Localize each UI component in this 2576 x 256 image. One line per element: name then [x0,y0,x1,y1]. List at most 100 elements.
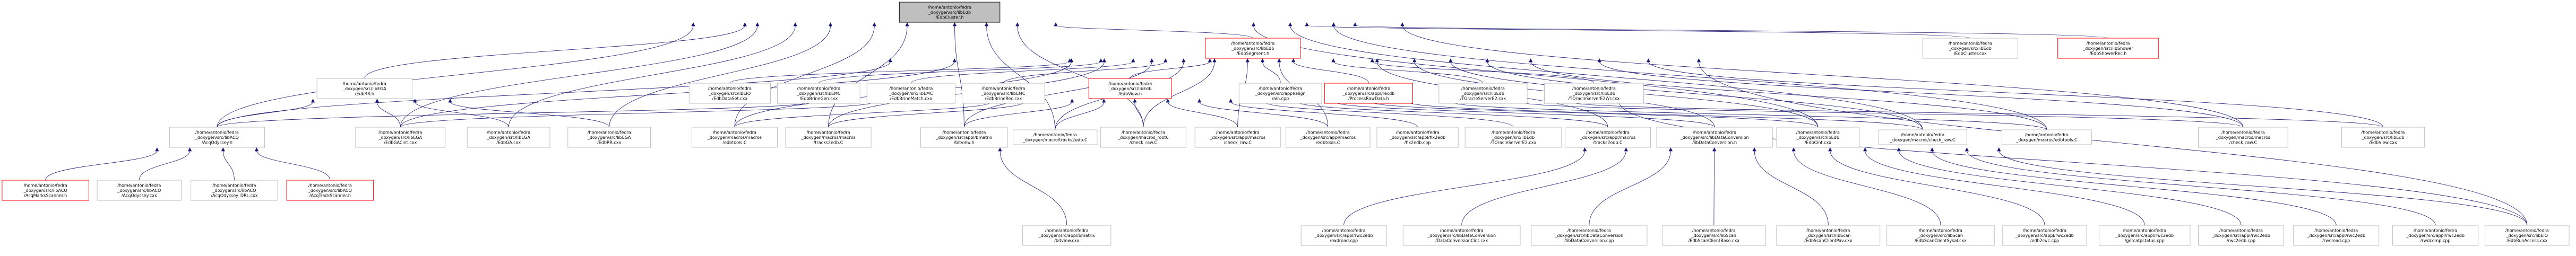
file-node-box[interactable] [1205,38,1301,59]
file-node-box[interactable] [1922,38,2018,59]
file-node-box[interactable] [1878,129,1967,145]
file-node-box[interactable] [920,127,1008,148]
file-node-box[interactable] [567,127,651,148]
file-node-box[interactable] [1100,127,1186,148]
file-node-box[interactable] [1661,225,1766,246]
file-node[interactable]: /home/antonio/fedra_doxygen/src/libEdb/T… [1544,83,1644,104]
file-node-box[interactable] [785,127,872,148]
file-node[interactable]: /home/antonio/fedra_doxygen/macros/macro… [691,127,778,148]
file-node[interactable]: /home/antonio/fedra_doxygen/src/appl/bma… [920,127,1008,148]
file-node[interactable]: /home/antonio/fedra_doxygen/macros/macro… [785,127,872,148]
file-node-box[interactable] [2002,225,2087,246]
file-node[interactable]: /home/antonio/fedra_doxygen/src/libEdb/T… [1464,127,1562,148]
file-node-box[interactable] [2485,225,2570,246]
file-node-box[interactable] [1376,127,1459,148]
file-node[interactable]: /home/antonio/fedra_doxygen/src/libScan/… [1776,225,1881,246]
file-node[interactable]: /home/antonio/fedra_doxygen/src/libACQ/A… [169,127,265,148]
file-node-box[interactable] [2198,225,2285,246]
file-node[interactable]: /home/antonio/fedra_doxygen/src/appl/rwc… [1300,225,1387,246]
file-node-box[interactable] [1402,225,1521,246]
file-node-box[interactable] [1544,83,1644,104]
file-node[interactable]: /home/antonio/fedra_doxygen/src/appl/rec… [1324,83,1413,104]
file-node-box[interactable] [1438,83,1528,104]
file-node[interactable]: /home/antonio/fedra_doxygen/src/libACQ/A… [97,180,182,201]
file-node-box[interactable] [1564,127,1651,148]
file-node[interactable]: /home/antonio/fedra_doxygen/src/libACQ/A… [286,180,374,201]
file-node[interactable]: /home/antonio/fedra_doxygen/macros/edbto… [2002,129,2092,145]
file-node[interactable]: /home/antonio/fedra_doxygen/src/appl/bma… [1022,225,1112,246]
file-node[interactable]: /home/antonio/fedra_doxygen/src/libEMC/E… [777,83,860,104]
file-node-box[interactable] [2057,38,2159,59]
file-node[interactable]: /home/antonio/fedra_doxygen/src/libEGA/E… [355,127,446,148]
file-node-box[interactable] [1022,225,1112,246]
file-node[interactable]: /home/antonio/fedra_doxygen/src/appl/mac… [1194,127,1281,148]
file-node-box[interactable] [688,83,771,104]
file-node-box[interactable] [191,180,278,201]
file-node[interactable]: /home/antonio/fedra_doxygen/src/libEdb/E… [1776,127,1860,148]
file-node[interactable]: /home/antonio/fedra_doxygen/src/libEMC/E… [961,83,1045,104]
file-node[interactable]: /home/antonio/fedra_doxygen/src/libDataC… [1531,225,1648,246]
file-node[interactable]: /home/antonio/fedra_doxygen/src/libShowe… [2057,38,2159,59]
file-node-box[interactable] [2392,225,2479,246]
file-node-box[interactable] [899,2,1001,23]
file-node[interactable]: /home/antonio/fedra_doxygen/src/libEGA/E… [467,127,550,148]
file-node-box[interactable] [2099,225,2191,246]
file-node[interactable]: /home/antonio/fedra_doxygen/src/appl/rwc… [2293,225,2380,246]
file-node[interactable]: /home/antonio/fedra_doxygen/src/libEMC/E… [866,83,955,104]
file-node[interactable]: /home/antonio/fedra_doxygen/src/libEIO/E… [2485,225,2570,246]
file-node-box[interactable] [2002,129,2092,145]
file-node[interactable]: /home/antonio/fedra_doxygen/src/libEdb/E… [1922,38,2018,59]
file-node[interactable]: /home/antonio/fedra_doxygen/src/libACQ/A… [2,180,89,201]
file-node[interactable]: /home/antonio/fedra_doxygen/src/appl/fix… [1376,127,1459,148]
file-node-box[interactable] [1238,83,1322,104]
file-node[interactable]: /home/antonio/fedra_doxygen/src/libEdb/E… [1205,38,1301,59]
file-node-box[interactable] [1194,127,1281,148]
file-node[interactable]: /home/antonio/fedra_doxygen/src/appl/rwc… [2099,225,2191,246]
file-node[interactable]: /home/antonio/fedra_doxygen/src/libEdb/E… [2341,127,2425,148]
file-node-box[interactable] [97,180,182,201]
file-node[interactable]: /home/antonio/fedra_doxygen/src/libEGA/E… [567,127,651,148]
file-node-box[interactable] [1656,127,1773,148]
file-node[interactable]: /home/antonio/fedra_doxygen/macros/check… [1878,129,1967,145]
file-node-box[interactable] [316,78,412,99]
file-node-box[interactable] [286,180,374,201]
file-node[interactable]: /home/antonio/fedra_doxygen/src/libEGA/E… [316,78,412,99]
file-node[interactable]: /home/antonio/fedra_doxygen/src/appl/mac… [1564,127,1651,148]
file-node[interactable]: /home/antonio/fedra_doxygen/src/libScan/… [1886,225,1995,246]
file-node[interactable]: /home/antonio/fedra_doxygen/src/appl/rwc… [2198,225,2285,246]
file-node-box[interactable] [1464,127,1562,148]
file-node-box[interactable] [1088,78,1172,99]
file-node-box[interactable] [169,127,265,148]
file-node-box[interactable] [1012,129,1098,145]
file-node[interactable]: /home/antonio/fedra_doxygen/macros_root6… [1100,127,1186,148]
file-node-box[interactable] [691,127,778,148]
file-node-box[interactable] [467,127,550,148]
file-node[interactable]: /home/antonio/fedra_doxygen/src/libScan/… [1661,225,1766,246]
file-node[interactable]: /home/antonio/fedra_doxygen/src/appl/rwc… [2002,225,2087,246]
file-node[interactable]: /home/antonio/fedra_doxygen/src/appl/ali… [1238,83,1322,104]
file-node[interactable]: /home/antonio/fedra_doxygen/src/libEdb/E… [899,2,1001,23]
file-node-box[interactable] [2198,127,2288,148]
file-node-box[interactable] [1300,225,1387,246]
file-node-box[interactable] [1286,127,1371,148]
file-node-box[interactable] [2341,127,2425,148]
file-node[interactable]: /home/antonio/fedra_doxygen/src/libACQ/A… [191,180,278,201]
file-node[interactable]: /home/antonio/fedra_doxygen/macros/macro… [2198,127,2288,148]
file-node-box[interactable] [866,83,955,104]
file-node-box[interactable] [1776,225,1881,246]
file-node-box[interactable] [1531,225,1648,246]
file-node-box[interactable] [2,180,89,201]
file-node[interactable]: /home/antonio/fedra_doxygen/src/appl/rwc… [2392,225,2479,246]
file-node-box[interactable] [2293,225,2380,246]
file-node-box[interactable] [1776,127,1860,148]
file-node[interactable]: /home/antonio/fedra_doxygen/src/libDataC… [1656,127,1773,148]
file-node[interactable]: /home/antonio/fedra_doxygen/src/libEdb/T… [1438,83,1528,104]
file-node[interactable]: /home/antonio/fedra_doxygen/macro/tracks… [1012,129,1098,145]
file-node[interactable]: /home/antonio/fedra_doxygen/src/libDataC… [1402,225,1521,246]
file-node-box[interactable] [355,127,446,148]
file-node-box[interactable] [961,83,1045,104]
file-node-box[interactable] [777,83,860,104]
file-node[interactable]: /home/antonio/fedra_doxygen/src/libEIO/E… [688,83,771,104]
file-node-box[interactable] [1886,225,1995,246]
file-node-box[interactable] [1324,83,1413,104]
